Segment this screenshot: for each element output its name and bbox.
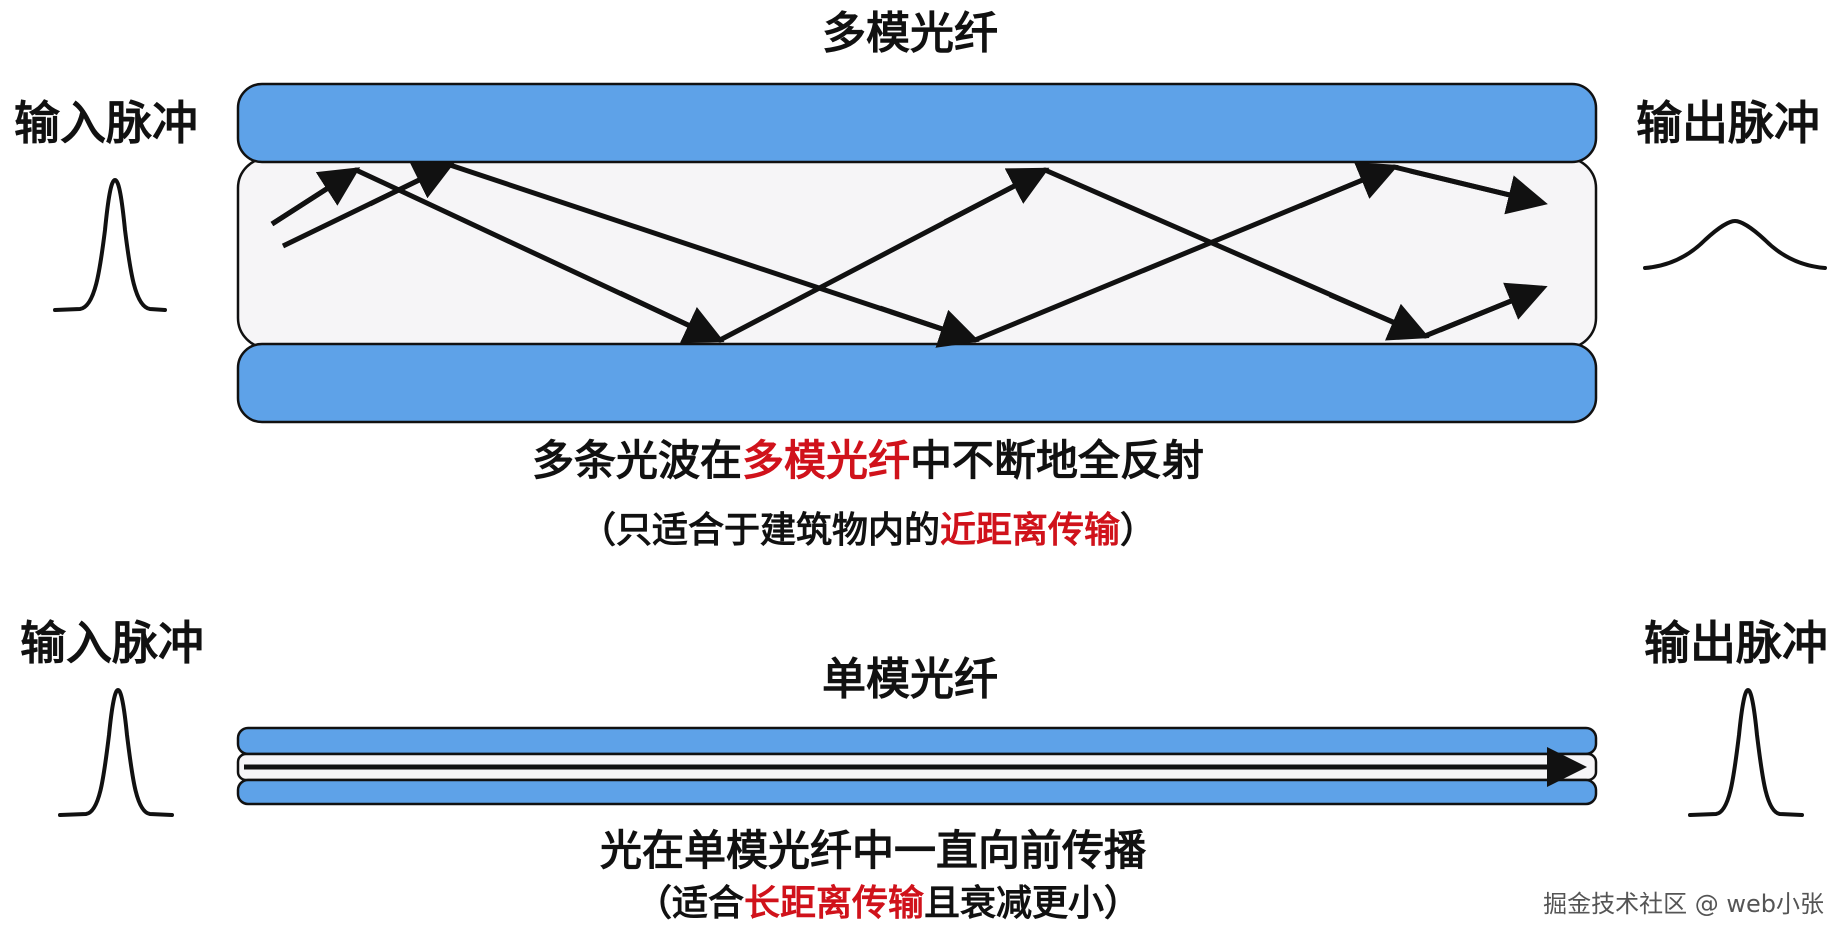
singlemode-sub-after: 且衰减更小） (924, 883, 1141, 924)
singlemode-output-label: 输出脉冲 (1644, 616, 1828, 670)
singlemode-input-pulse (58, 687, 174, 817)
singlemode-sub-before: （适合 (636, 883, 745, 924)
multimode-cladding-bottom (236, 342, 1598, 424)
multimode-caption: 多条光波在多模光纤中不断地全反射 (532, 440, 1204, 482)
multimode-caption-before: 多条光波在 (532, 436, 743, 485)
singlemode-fiber (236, 726, 1598, 806)
singlemode-sub-highlight: 长距离传输 (744, 883, 925, 924)
singlemode-title: 单模光纤 (822, 654, 998, 705)
singlemode-input-label: 输入脉冲 (20, 616, 204, 670)
multimode-output-label: 输出脉冲 (1636, 96, 1820, 150)
multimode-input-pulse (53, 177, 167, 312)
multimode-ray-2-arrow-c (1299, 161, 1399, 209)
singlemode-cladding-bottom (236, 778, 1598, 806)
multimode-ray-1-arrow-b (618, 290, 725, 344)
multimode-ray-2-arrow-d (1409, 168, 1548, 215)
multimode-ray-1-arrow-e (1439, 282, 1548, 333)
multimode-fiber (236, 82, 1598, 424)
multimode-ray-1-arrow-a (270, 167, 361, 227)
multimode-subcaption: （只适合于建筑物内的近距离传输） (580, 513, 1156, 549)
multimode-ray-1-arrow-d (1329, 292, 1430, 341)
multimode-sub-highlight: 近距离传输 (940, 510, 1121, 551)
singlemode-output-pulse (1688, 687, 1804, 817)
multimode-sub-before: （只适合于建筑物内的 (580, 510, 941, 551)
singlemode-caption: 光在单模光纤中一直向前传播 (600, 826, 1147, 875)
singlemode-subcaption: （适合长距离传输且衰减更小） (636, 886, 1140, 922)
multimode-title: 多模光纤 (822, 8, 998, 59)
singlemode-cladding-top (236, 726, 1598, 756)
multimode-output-pulse (1643, 218, 1827, 270)
multimode-ray-2-arrow-a (368, 162, 455, 207)
multimode-caption-highlight: 多模光纤 (742, 436, 911, 485)
multimode-ray-2-arrow-b (879, 305, 980, 348)
multimode-caption-after: 中不断地全反射 (910, 436, 1205, 485)
watermark: 掘金技术社区 @ web小张 (1543, 890, 1824, 918)
multimode-ray-1-arrow-c (943, 167, 1050, 225)
multimode-cladding-top (236, 82, 1598, 164)
multimode-input-label: 输入脉冲 (14, 96, 198, 150)
multimode-sub-after: ） (1120, 510, 1157, 551)
